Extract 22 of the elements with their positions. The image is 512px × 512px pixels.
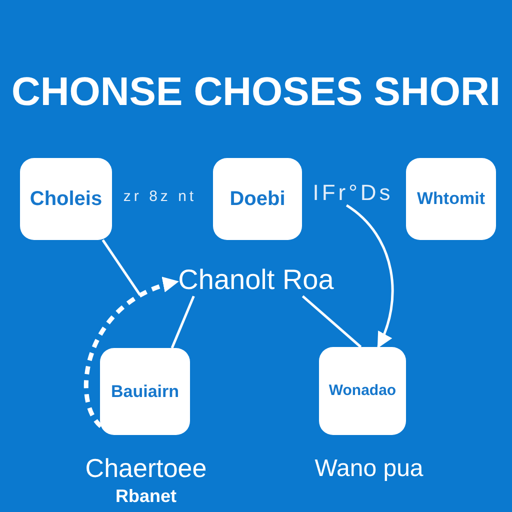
rounded-box: [406, 158, 496, 240]
annotation-text: zr 8z nt: [123, 188, 197, 206]
box-label: Choleis: [30, 188, 102, 210]
rounded-box: [100, 348, 190, 435]
connector-line: [102, 239, 142, 296]
rounded-box: [213, 158, 302, 240]
diagram-label: Chanolt Roa: [178, 264, 334, 296]
box-label: Bauiairn: [110, 382, 180, 402]
diagram-label: IFr°Ds: [312, 180, 394, 206]
caption-text: Wano pua: [314, 455, 424, 483]
diagram-title: CHONSE CHOSES SHORI: [12, 70, 500, 114]
connector-line: [302, 295, 362, 348]
curved-arrow: [346, 204, 394, 348]
box-label: Wonadao: [328, 382, 396, 400]
box-label: Doebi: [230, 188, 286, 210]
rounded-box: [319, 347, 406, 435]
caption-text: Chaertoee: [85, 454, 207, 484]
rounded-box: [20, 158, 112, 240]
caption-text: Rbanet: [116, 486, 176, 507]
box-label: Whtomit: [417, 189, 485, 209]
dashed-arrow: [84, 278, 179, 428]
connector-line: [170, 296, 195, 348]
